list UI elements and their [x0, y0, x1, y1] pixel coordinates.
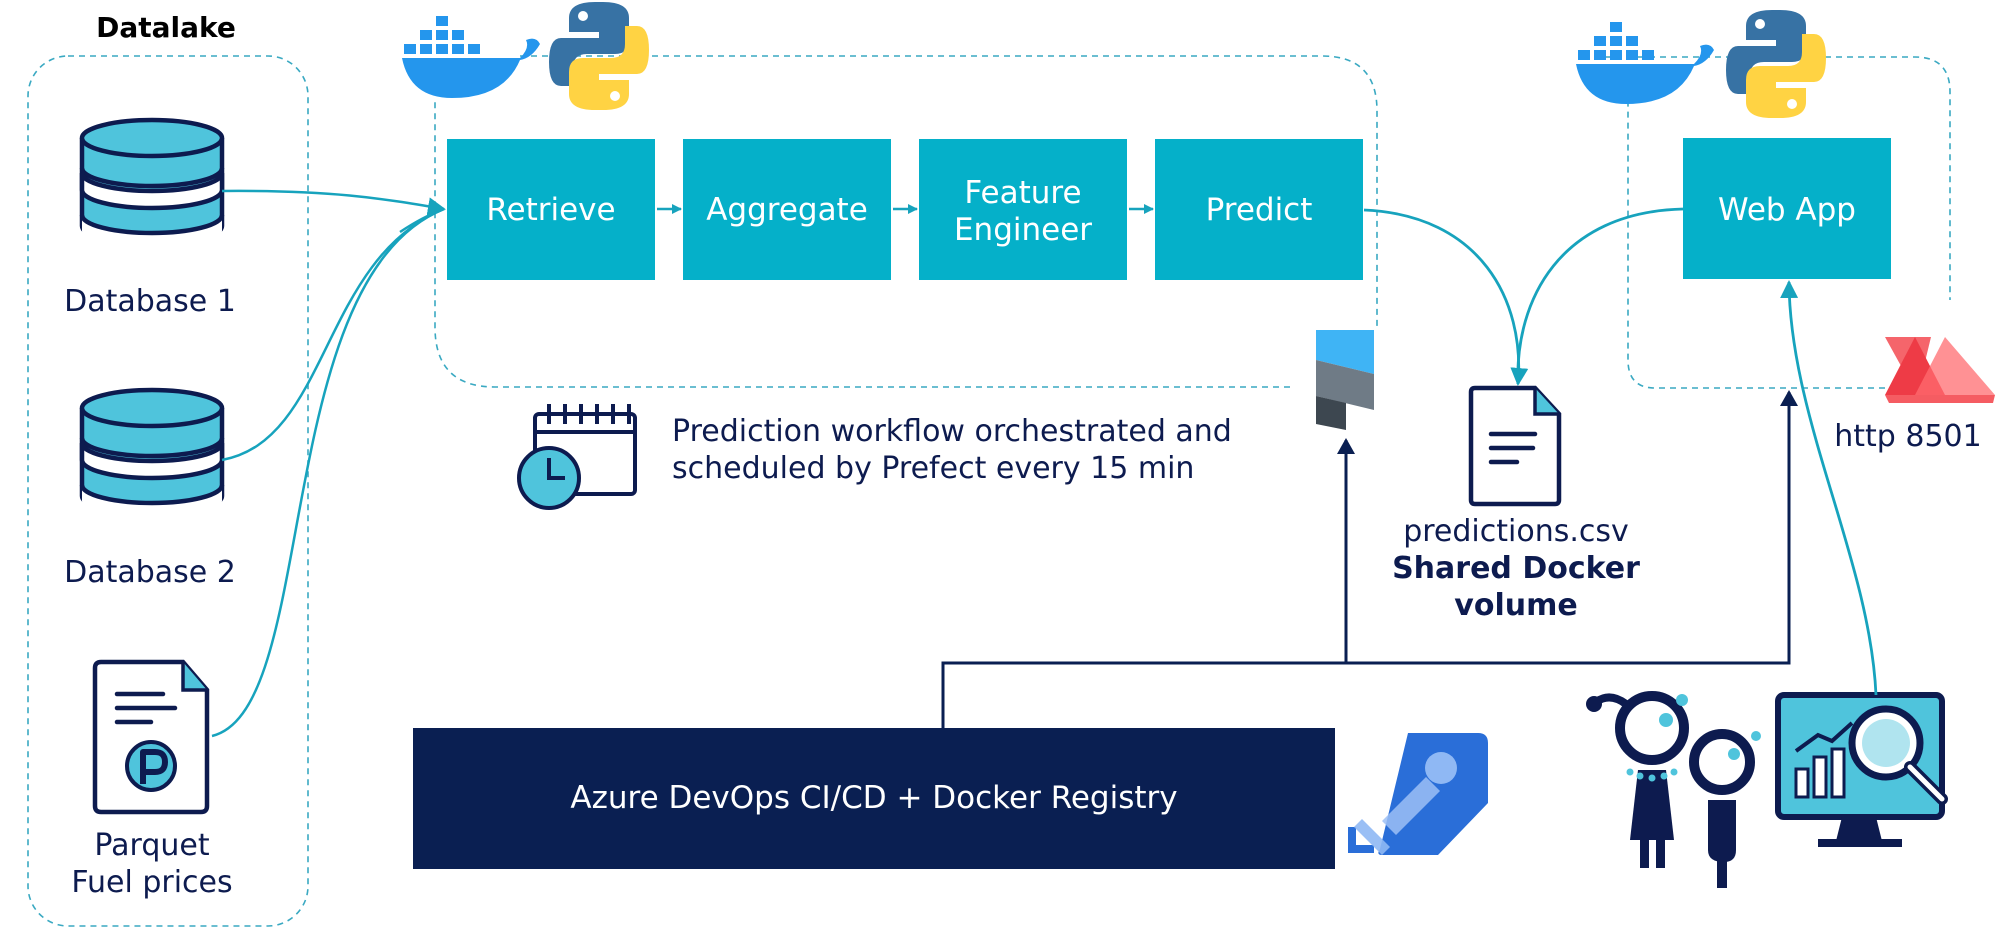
deploy-line-webapp — [941, 390, 1798, 728]
azure-devops-icon — [1348, 733, 1488, 855]
arrow-db1-retrieve — [221, 189, 446, 216]
streamlit-icon — [1885, 337, 1995, 403]
step-feature-label: Feature — [964, 175, 1081, 211]
parquet-file-icon — [92, 659, 210, 815]
database-icon — [79, 117, 225, 249]
ci-cd-label: Azure DevOps CI/CD + Docker Registry — [570, 780, 1177, 816]
step-aggregate: Aggregate — [683, 139, 891, 280]
http-port-label: http 8501 — [1834, 419, 1981, 454]
arrow-predict-volume — [1363, 208, 1529, 386]
database-1-label: Database 1 — [64, 284, 236, 319]
ci-cd-box: Azure DevOps CI/CD + Docker Registry — [413, 728, 1335, 869]
docker-icon — [1576, 22, 1714, 104]
pipeline-container — [434, 55, 1378, 388]
python-icon — [1726, 10, 1826, 118]
workflow-note-line2: scheduled by Prefect every 15 min — [672, 451, 1194, 486]
step-retrieve: Retrieve — [447, 139, 655, 280]
datalake-title: Datalake — [96, 11, 236, 44]
database-icon — [79, 387, 225, 519]
arrow-webapp-volume — [1516, 207, 1684, 385]
arrow-parquet-retrieve — [211, 207, 445, 738]
calendar-clock-icon — [517, 404, 637, 510]
step-predict-label: Predict — [1206, 192, 1313, 228]
step-predict: Predict — [1155, 139, 1363, 280]
webapp-container — [1605, 56, 1951, 389]
arrow-merge-tail — [399, 207, 445, 234]
csv-file-icon — [1468, 385, 1562, 507]
fuel-prices-label: Fuel prices — [71, 865, 232, 900]
step-aggregate-label: Aggregate — [706, 192, 868, 228]
arrow-db2-retrieve — [221, 207, 445, 462]
database-2-label: Database 2 — [64, 555, 236, 590]
shared-volume-title-2: volume — [1454, 588, 1577, 623]
step-engineer-label: Engineer — [954, 212, 1092, 248]
datalake-group — [27, 55, 309, 927]
shared-volume-title: Shared Docker — [1392, 551, 1640, 586]
web-app-label: Web App — [1718, 192, 1856, 228]
docker-icon — [402, 16, 540, 98]
arrow-users-webapp — [1780, 280, 1878, 696]
workflow-note-line1: Prediction workflow orchestrated and — [672, 414, 1232, 449]
prefect-icon — [1316, 330, 1374, 430]
web-app-box: Web App — [1683, 138, 1891, 279]
step-feature-engineer: Feature Engineer — [919, 139, 1127, 280]
step-retrieve-label: Retrieve — [486, 192, 615, 228]
analytics-monitor-icon — [1775, 692, 1948, 847]
users-icon — [1586, 691, 1761, 888]
python-icon — [549, 2, 649, 110]
parquet-label: Parquet — [94, 828, 209, 863]
predictions-file-label: predictions.csv — [1403, 514, 1629, 549]
